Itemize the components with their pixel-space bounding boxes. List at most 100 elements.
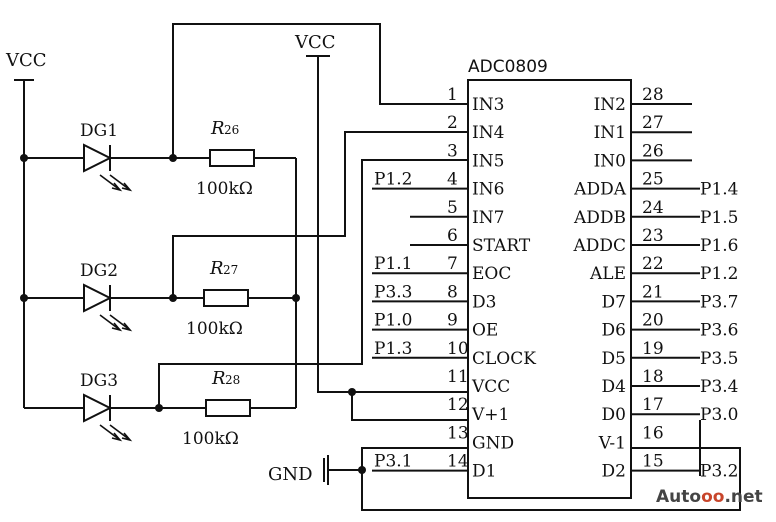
pin-label: IN7	[472, 208, 504, 228]
pin-label: OE	[472, 321, 498, 341]
pin-net-label: P1.4	[700, 180, 738, 200]
pin-number: 12	[447, 395, 469, 415]
pin-label: D7	[602, 292, 626, 312]
pin-label: IN1	[594, 123, 626, 143]
resistor-r27-sub: 27	[223, 263, 238, 277]
wire-to-in5	[158, 159, 468, 408]
resistor-r26	[209, 149, 255, 167]
pin-number: 1	[447, 85, 458, 105]
gnd-loop-wire	[361, 447, 741, 511]
pin-label: D2	[602, 462, 626, 482]
pin-label: IN4	[472, 123, 504, 143]
resistor-r26-letter: R	[210, 118, 225, 139]
junction-dot	[20, 154, 28, 162]
pin-number: 25	[642, 170, 664, 190]
pin-number: 11	[447, 367, 469, 387]
pin-number: 7	[447, 254, 458, 274]
pin-number: 18	[642, 367, 664, 387]
junction-dot	[358, 466, 366, 474]
pin-label: ADDC	[572, 236, 626, 256]
resistor-r27	[203, 289, 249, 307]
pin-number: 20	[642, 311, 664, 331]
pin-number: 6	[447, 226, 458, 246]
led-dg2-light-arrow	[109, 314, 131, 331]
pin-label: VCC	[471, 377, 510, 397]
pin-label: IN2	[594, 95, 626, 115]
resistor-r27-letter: R	[209, 258, 224, 279]
led-dg3-light-arrow	[99, 424, 121, 441]
resistor-r28	[205, 399, 251, 417]
vcc-left-label: VCC	[5, 50, 47, 71]
pin-label: ADDA	[573, 180, 627, 200]
led-dg1-anode-triangle	[83, 143, 113, 173]
watermark-part3: .net	[724, 487, 762, 507]
adc0809-chip-body	[467, 79, 632, 499]
watermark: Autooo.net	[656, 487, 763, 507]
vcc-mid-label: VCC	[294, 32, 336, 53]
led-dg2-anode-triangle	[83, 283, 113, 313]
pin-number: 2	[447, 113, 458, 133]
pin-label: IN0	[594, 151, 626, 171]
pin-label: EOC	[472, 264, 511, 284]
led-dg3-arrowhead	[111, 432, 123, 442]
junction-dot	[20, 294, 28, 302]
led-dg1-light-arrow	[99, 174, 121, 191]
watermark-part2: oo	[701, 487, 724, 507]
resistor-r28-sub: 28	[225, 373, 240, 387]
pin-number: 21	[642, 282, 664, 302]
pin-number: 19	[642, 339, 664, 359]
led-dg1	[83, 143, 133, 192]
pin-net-label: P1.0	[374, 311, 412, 331]
pin-number: 4	[447, 170, 458, 190]
pin-net-label: P1.2	[374, 170, 412, 190]
pin-label: D3	[472, 292, 496, 312]
pin-net-label: P3.3	[374, 282, 412, 302]
chip-name: ADC0809	[468, 57, 548, 77]
resistor-r26-sub: 26	[224, 123, 239, 137]
pin-number: 23	[642, 226, 664, 246]
pin-number: 9	[447, 311, 458, 331]
pin-number: 15	[642, 452, 664, 472]
pin-label: D5	[602, 349, 626, 369]
pin-label: IN5	[472, 151, 504, 171]
pin-label: IN3	[472, 95, 504, 115]
vcc-mid-wire	[317, 56, 468, 393]
pin-number: 24	[642, 198, 664, 218]
led-dg3-anode-triangle	[83, 393, 113, 423]
pin-net-label: P1.3	[374, 339, 412, 359]
wire-to-in3	[172, 23, 468, 158]
pin-net-label: P1.2	[700, 264, 738, 284]
junction-dot	[155, 404, 163, 412]
pin-number: 5	[447, 198, 458, 218]
led-dg2-arrowhead	[121, 322, 133, 332]
led-dg1-light-arrow	[109, 174, 131, 191]
pin-net-label: P3.6	[700, 321, 738, 341]
pin-net-label: P3.2	[700, 462, 738, 482]
pin-label: ALE	[589, 264, 626, 284]
pin-net-label: P1.1	[374, 254, 412, 274]
led-dg1-arrowhead	[111, 182, 123, 192]
pin-net-label: P3.4	[700, 377, 738, 397]
led-dg3-arrowhead	[121, 432, 133, 442]
pin-number: 22	[642, 254, 664, 274]
resistor-r28-value: 100kΩ	[182, 429, 239, 449]
pin-number: 8	[447, 282, 458, 302]
pin-net-label: P3.7	[700, 292, 738, 312]
pin-label: CLOCK	[472, 349, 536, 369]
pin-label: D4	[602, 377, 626, 397]
pin-label: V-1	[598, 433, 626, 453]
wire-to-in4	[172, 131, 468, 298]
junction-dot	[292, 294, 300, 302]
pin-number: 17	[642, 395, 664, 415]
pin-net-label: P1.5	[700, 208, 738, 228]
resistor-r27-value: 100kΩ	[186, 319, 243, 339]
pin-label: V+1	[471, 405, 509, 425]
junction-dot	[169, 154, 177, 162]
led-dg1-arrowhead	[121, 182, 133, 192]
junction-dot	[169, 294, 177, 302]
led-dg3-label: DG3	[80, 371, 118, 391]
pin-label: IN6	[472, 180, 504, 200]
resistor-r28-letter: R	[211, 368, 226, 389]
pin-label: ADDB	[573, 208, 626, 228]
